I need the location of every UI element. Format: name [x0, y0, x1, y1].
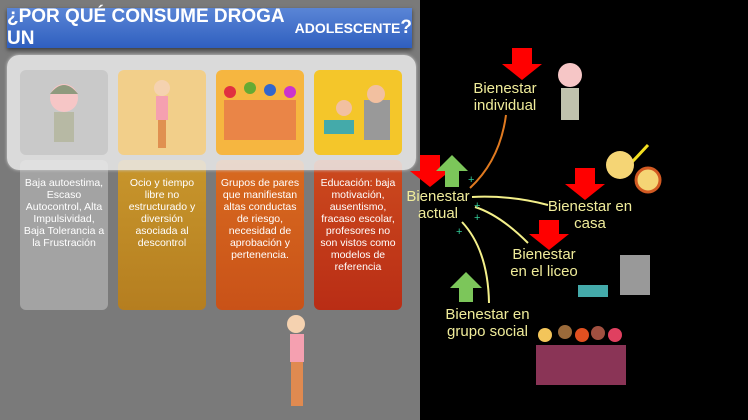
slide-title: ¿POR QUÉ CONSUME DROGA UN ADOLESCENTE? [7, 6, 412, 49]
title-end: ? [400, 17, 412, 38]
soldier-figure-icon [558, 63, 582, 87]
plus-sign: + [474, 200, 481, 212]
girl-figure-icon [118, 70, 206, 155]
card-leisure-text: Ocio y tiempo libre no estructurado y di… [118, 160, 206, 310]
group-figures-icon [216, 70, 304, 155]
teacher-student-icon [620, 255, 650, 295]
social-link [461, 221, 490, 304]
down-arrow-icon [410, 155, 450, 187]
liceo-link [474, 206, 529, 244]
bienestar-liceo-label: Bienestar en el liceo [510, 246, 578, 280]
bienestar-individual-label: Bienestar individual [473, 80, 537, 114]
title-text: ¿POR QUÉ CONSUME DROGA UN [7, 6, 284, 49]
bienestar-actual-label: Bienestar actual [406, 188, 470, 222]
casa-link [471, 195, 549, 206]
plus-sign: + [468, 174, 475, 186]
teacher-student-icon [314, 70, 402, 155]
down-arrow-icon [565, 168, 605, 200]
soldier-figure-icon [20, 70, 108, 155]
card-peers-text: Grupos de pares que manifiestan altas co… [216, 160, 304, 310]
bienestar-casa-label: Bienestar en casa [547, 198, 633, 232]
title-small-text: ADOLESCENTE [294, 20, 401, 36]
card-individual-text: Baja autoestima, Escaso Autocontrol, Alt… [20, 160, 108, 310]
plus-sign: + [474, 212, 481, 224]
up-arrow-icon [450, 272, 482, 302]
bienestar-social-label: Bienestar en grupo social [445, 306, 530, 340]
individual-link [469, 114, 507, 189]
group-figures-icon [536, 325, 626, 385]
card-education-text: Educación: baja motivación, ausentismo, … [314, 160, 402, 310]
angry-parents-icon [606, 151, 634, 179]
down-arrow-icon [529, 220, 569, 250]
up-arrow-icon [436, 155, 468, 187]
plus-sign: + [456, 226, 463, 238]
down-arrow-icon [502, 48, 542, 80]
